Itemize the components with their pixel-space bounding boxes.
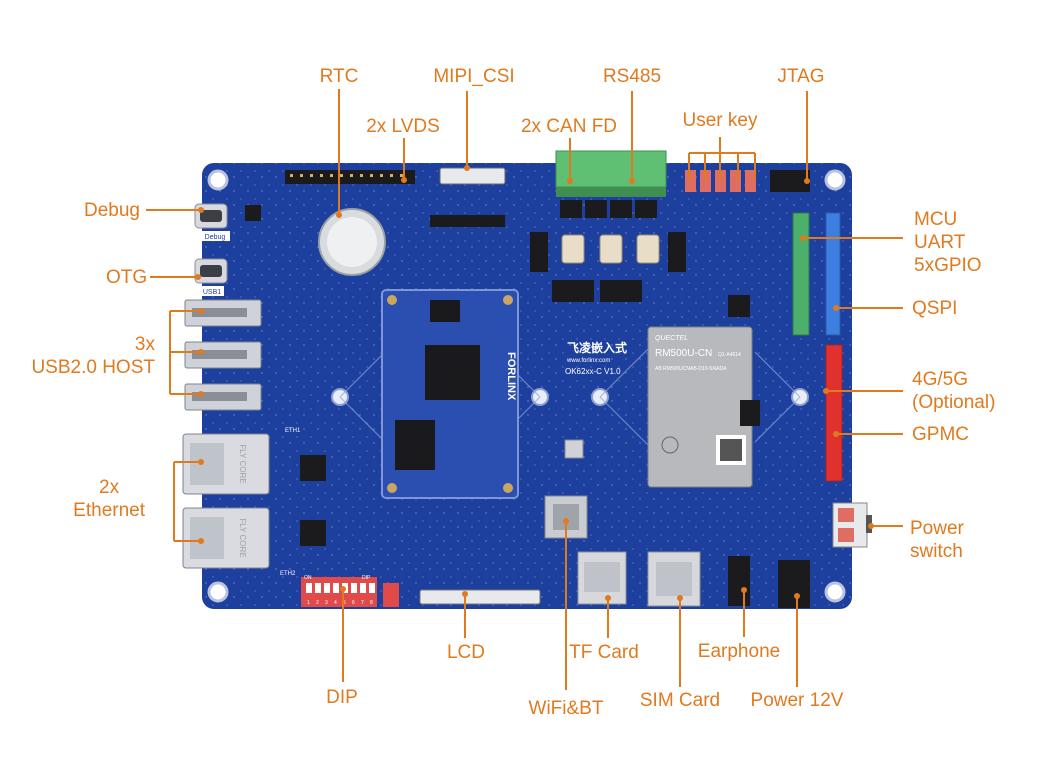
- can-chips: [530, 200, 686, 302]
- label-power-12v: Power 12V: [750, 690, 844, 711]
- debug-silk: Debug: [205, 234, 226, 241]
- brand-cn-silk: 飞凌嵌入式: [567, 340, 627, 355]
- mipi-csi-connector: [439, 167, 506, 185]
- sim-card-slot: [647, 551, 701, 607]
- label-gpmc: GPMC: [912, 424, 969, 445]
- dip-num: 3: [325, 600, 328, 606]
- dip-num: 6: [352, 600, 355, 606]
- model-silk: OK62xx-C V1.0: [565, 367, 621, 376]
- dip-num: 8: [370, 600, 373, 606]
- module-model-silk: RM500U-CN: [655, 348, 712, 359]
- eth2-jack-text: FLY CORE: [238, 518, 247, 557]
- label-power-switch: Power switch: [910, 518, 964, 562]
- reset-button: [564, 439, 584, 459]
- label-wifi-bt: WiFi&BT: [528, 698, 604, 719]
- usb-silk: USB1: [203, 289, 221, 296]
- module-brand-silk: QUECTEL: [655, 335, 688, 342]
- label-sim-card: SIM Card: [639, 690, 721, 711]
- callout-lines: [146, 89, 903, 690]
- eth2-silk: ETH2: [280, 571, 296, 577]
- pcb-board: [202, 163, 852, 609]
- label-debug: Debug: [84, 200, 140, 221]
- dip-num: 2: [316, 600, 319, 606]
- label-usb-host: 3x USB2.0 HOST: [31, 334, 155, 378]
- label-rs485: RS485: [602, 66, 662, 87]
- dip-mark-silk: DIP: [362, 575, 371, 581]
- label-mipi-csi: MIPI_CSI: [433, 66, 515, 87]
- misc-chips: [245, 205, 760, 546]
- mcu-header: [792, 212, 810, 336]
- brand-url-silk: www.forlinx.com: [566, 358, 610, 364]
- cellular-module: [647, 326, 753, 488]
- module-sub-silk: Q1-A4614: [718, 352, 741, 358]
- rtc-battery: [318, 208, 386, 276]
- ethernet-jacks: [182, 433, 270, 569]
- label-user-key: User key: [682, 110, 758, 131]
- dip-num: 5: [343, 600, 346, 606]
- label-dip: DIP: [326, 687, 358, 708]
- label-lcd: LCD: [446, 642, 486, 663]
- qspi-header: [825, 212, 841, 336]
- module-code-silk: AB RM500UCNAB-D10-SNADA: [655, 366, 727, 372]
- earphone-jack: [728, 556, 750, 606]
- label-rtc: RTC: [319, 66, 359, 87]
- som-module: [381, 289, 519, 499]
- lvds-header: [285, 170, 415, 184]
- label-tf-card: TF Card: [569, 642, 639, 663]
- label-mcu: MCU UART 5xGPIO: [914, 209, 982, 276]
- can-transformers: [561, 234, 660, 264]
- eth1-jack-text: FLY CORE: [238, 444, 247, 483]
- label-ethernet: 2x Ethernet: [73, 477, 145, 521]
- label-jtag: JTAG: [777, 66, 825, 87]
- label-qspi: QSPI: [912, 298, 958, 319]
- dip-num: 7: [361, 600, 364, 606]
- dip-num: 4: [334, 600, 337, 606]
- jtag-header: [770, 170, 810, 192]
- dip-on-silk: ON: [304, 575, 312, 581]
- label-can-fd: 2x CAN FD: [520, 116, 618, 137]
- eth1-silk: ETH1: [285, 428, 301, 434]
- lcd-connector: [419, 589, 541, 605]
- label-4g-5g: 4G/5G (Optional): [912, 369, 996, 413]
- gpmc-header: [825, 344, 843, 482]
- tf-card-slot: [577, 551, 627, 605]
- power-switch: [832, 502, 872, 548]
- brand-silk: FORLINX: [505, 352, 517, 401]
- dip-num: 1: [307, 600, 310, 606]
- user-keys: [685, 170, 756, 192]
- can-terminal-block: [555, 150, 667, 197]
- label-lvds: 2x LVDS: [366, 116, 440, 137]
- label-earphone: Earphone: [697, 641, 781, 662]
- mipi-header: [430, 215, 505, 227]
- label-otg: OTG: [106, 267, 148, 288]
- power-jack: [778, 560, 810, 608]
- otg-port: [194, 258, 228, 296]
